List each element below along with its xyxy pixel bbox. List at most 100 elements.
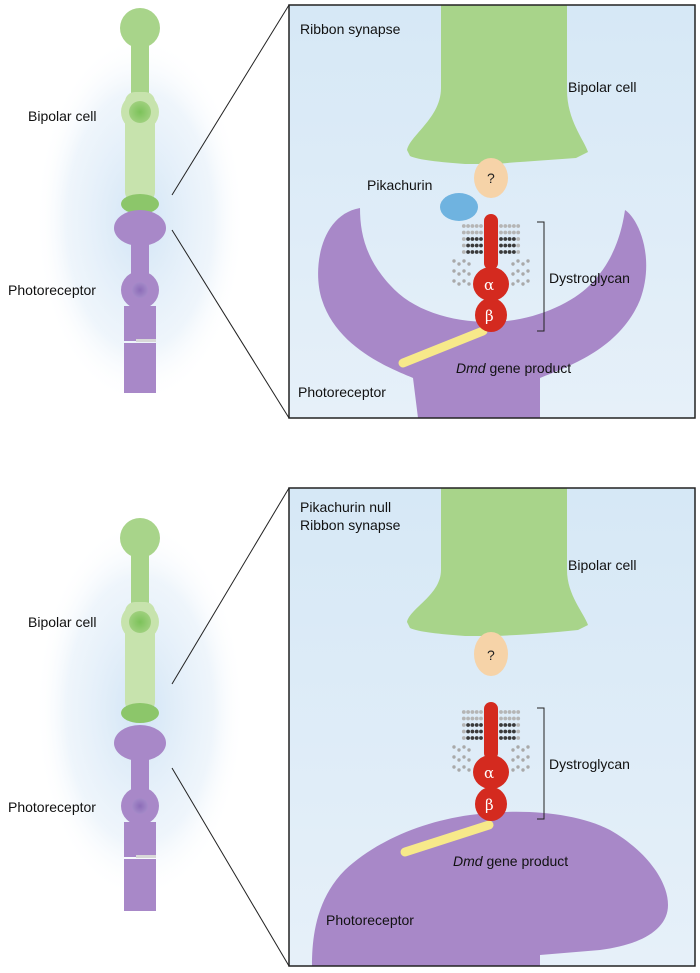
panel-top: α β ? Ribbon synapse Bipolar cell Pikach…: [288, 4, 696, 419]
glycan-dot: [466, 230, 470, 235]
unknown-protein-top: [474, 158, 508, 198]
glycan-dot: [474, 716, 479, 721]
zoom-line-lower: [171, 229, 290, 419]
glycan-branch-dot: [467, 768, 471, 772]
zoom-line-upper-bottom: [171, 487, 290, 685]
glycan-branch-dot: [452, 279, 456, 283]
glycan-chains-bottom: [452, 710, 530, 772]
glycan-dot: [516, 710, 521, 714]
glycan-branch-dot: [452, 269, 456, 273]
glycan-dot: [479, 736, 483, 740]
glycan-dot: [512, 710, 516, 714]
glycan-dot: [516, 729, 521, 734]
side-photo-cilium: [136, 339, 156, 342]
side-bipolar-dendrite: [120, 518, 160, 558]
side-photo-axon: [131, 240, 149, 280]
side-bipolar-stalk: [131, 40, 149, 100]
side-cell-bottom: [114, 518, 166, 911]
glycan-dot: [461, 237, 466, 241]
glycan-branch-dot: [516, 279, 520, 283]
glycan-branch-dot: [467, 758, 471, 762]
panel-top-border: [288, 4, 696, 419]
panel-title-bottom-line1: Pikachurin null: [300, 499, 391, 515]
glycan-dot: [470, 243, 475, 248]
side-photoreceptor-label-top: Photoreceptor: [8, 282, 96, 298]
panel-title-top: Ribbon synapse: [300, 21, 401, 37]
glycan-branch-dot: [467, 282, 471, 286]
glycan-dot: [470, 230, 475, 235]
glycan-dot: [516, 250, 521, 254]
glycan-dot: [470, 723, 475, 727]
glycan-branch-dot: [526, 765, 530, 769]
glycan-branch-dot: [516, 269, 520, 273]
glycan-dot: [461, 723, 466, 727]
glycan-dot: [499, 729, 503, 734]
glycan-branch-dot: [526, 279, 530, 283]
dmd-rest-top: gene product: [486, 360, 572, 376]
zoom-line-upper: [171, 4, 290, 196]
glycan-dot: [479, 237, 483, 241]
glycan-dot: [466, 243, 470, 248]
alpha-label-bottom: α: [484, 764, 494, 782]
glycan-dot: [512, 729, 516, 734]
glycan-dot: [516, 237, 521, 241]
glycan-dot: [470, 237, 475, 241]
side-photo-terminal: [114, 210, 166, 246]
glycan-dot: [507, 710, 512, 714]
glycan-dot: [479, 230, 483, 235]
glycan-dot: [503, 224, 508, 228]
alpha-dystroglycan-top: [473, 267, 509, 301]
glycan-branch-dot: [462, 765, 466, 769]
alpha-dystroglycan-bottom: [473, 755, 509, 789]
glycan-dot: [499, 736, 503, 740]
glycan-branch-dot: [511, 768, 515, 772]
glycan-branch-dot: [511, 758, 515, 762]
dystroglycan-label-top: Dystroglycan: [549, 270, 630, 286]
glycan-dot: [474, 723, 479, 727]
glycan-branch-dot: [462, 279, 466, 283]
glycan-dot: [503, 736, 508, 740]
side-bipolar-nucleus: [129, 611, 151, 633]
unknown-protein-bottom: [474, 632, 508, 676]
glycan-dot: [470, 250, 475, 254]
glycan-branch-dot: [452, 755, 456, 759]
glycan-dot: [503, 250, 508, 254]
glycan-dot: [503, 723, 508, 727]
beta-label-bottom: β: [485, 796, 494, 814]
glycan-branch-dot: [516, 745, 520, 749]
glycan-branch-dot: [467, 748, 471, 752]
glycan-dot: [516, 243, 521, 248]
glycan-dot: [470, 710, 475, 714]
glycan-dot: [461, 224, 466, 228]
zoom-line-lower-bottom: [171, 767, 290, 967]
glycan-dot: [461, 736, 466, 740]
glycan-branch-dot: [526, 269, 530, 273]
glycan-dot: [474, 736, 479, 740]
glycan-dot: [516, 230, 521, 235]
side-bipolar-nucleus: [129, 101, 151, 123]
glycan-dot: [474, 224, 479, 228]
side-photo-nucleus: [132, 282, 148, 298]
dystroglycan-stalk-top: [484, 214, 498, 270]
glycan-dot: [479, 710, 483, 714]
side-photo-outer-segment: [124, 343, 156, 393]
glycan-branch-dot: [516, 765, 520, 769]
dmd-rest-bottom: gene product: [483, 853, 569, 869]
glycan-dot: [499, 230, 503, 235]
glycan-dot: [503, 716, 508, 721]
glycan-branch-dot: [521, 272, 525, 276]
alpha-label-top: α: [484, 276, 494, 294]
glycan-branch-dot: [462, 745, 466, 749]
glycan-dot: [499, 716, 503, 721]
glycan-branch-dot: [521, 748, 525, 752]
glycan-dot: [503, 237, 508, 241]
glycan-dot: [466, 729, 470, 734]
glycan-dot: [512, 243, 516, 248]
glycan-branch-dot: [526, 755, 530, 759]
glycan-dot: [516, 716, 521, 721]
glycan-dot: [516, 224, 521, 228]
glycan-branch-dot: [526, 745, 530, 749]
side-photo-inner-segment: [124, 822, 156, 857]
glycan-branch-dot: [526, 259, 530, 263]
